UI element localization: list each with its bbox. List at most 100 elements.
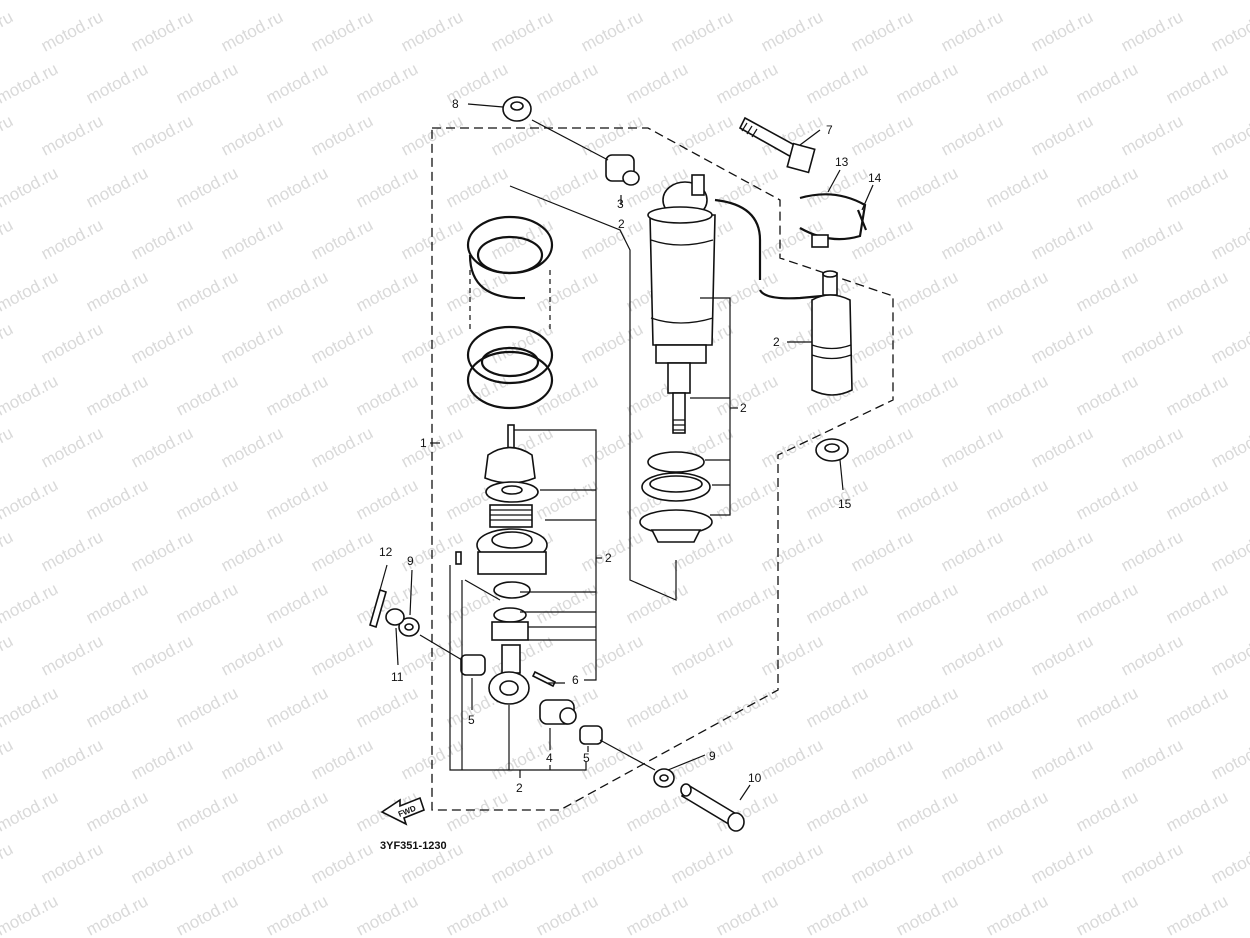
watermark-text: motod.ru — [38, 215, 106, 263]
watermark-text: motod.ru — [128, 527, 196, 575]
watermark-text: motod.ru — [983, 163, 1051, 211]
watermark-text: motod.ru — [758, 7, 826, 55]
watermark-text: motod.ru — [353, 267, 421, 315]
watermark-text: motod.ru — [0, 683, 61, 731]
watermark-text: motod.ru — [533, 59, 601, 107]
callout-5-right: 5 — [583, 751, 590, 765]
watermark-text: motod.ru — [1208, 7, 1250, 55]
watermark-text: motod.ru — [713, 163, 781, 211]
watermark-text: motod.ru — [758, 631, 826, 679]
watermark-text: motod.ru — [893, 683, 961, 731]
watermark-text: motod.ru — [0, 475, 61, 523]
watermark-text: motod.ru — [0, 267, 61, 315]
watermark-text: motod.ru — [263, 0, 331, 4]
callout-7: 7 — [826, 123, 833, 137]
watermark-text: motod.ru — [983, 267, 1051, 315]
watermark-text: motod.ru — [668, 7, 736, 55]
watermark-text: motod.ru — [38, 735, 106, 783]
watermark-text: motod.ru — [983, 579, 1051, 627]
watermark-text: motod.ru — [1028, 215, 1096, 263]
watermark-text: motod.ru — [938, 423, 1006, 471]
watermark-text: motod.ru — [893, 787, 961, 835]
watermark-text: motod.ru — [1208, 215, 1250, 263]
watermark-text: motod.ru — [848, 111, 916, 159]
watermark-text: motod.ru — [443, 371, 511, 419]
watermark-text: motod.ru — [488, 215, 556, 263]
seal-set — [639, 451, 713, 543]
watermark-text: motod.ru — [38, 7, 106, 55]
watermark-text: motod.ru — [1163, 579, 1231, 627]
watermark-text: motod.ru — [0, 839, 16, 887]
watermark-text: motod.ru — [713, 891, 781, 938]
watermark-text: motod.ru — [803, 787, 871, 835]
watermark-text: motod.ru — [758, 527, 826, 575]
watermark-text: motod.ru — [0, 735, 16, 783]
callout-3: 3 — [617, 197, 624, 211]
callout-13: 13 — [835, 155, 849, 169]
watermark-text: motod.ru — [1073, 475, 1141, 523]
watermark-text: motod.ru — [893, 267, 961, 315]
watermark-text: motod.ru — [893, 891, 961, 938]
callout-10: 10 — [748, 771, 762, 785]
watermark-text: motod.ru — [668, 735, 736, 783]
watermark-text: motod.ru — [848, 839, 916, 887]
watermark-text: motod.ru — [263, 475, 331, 523]
watermark-text: motod.ru — [173, 475, 241, 523]
watermark-text: motod.ru — [173, 267, 241, 315]
watermark-text: motod.ru — [308, 839, 376, 887]
watermark-text: motod.ru — [848, 7, 916, 55]
watermark-text: motod.ru — [0, 527, 16, 575]
callouts: 1 2 2 2 2 2 3 4 5 5 6 7 8 9 9 10 11 12 1… — [379, 97, 882, 795]
watermark-text: motod.ru — [713, 0, 781, 4]
watermark-text: motod.ru — [263, 267, 331, 315]
watermark-text: motod.ru — [0, 59, 61, 107]
watermark-text: motod.ru — [1028, 735, 1096, 783]
watermark-text: motod.ru — [488, 839, 556, 887]
watermark-text: motod.ru — [83, 0, 151, 4]
watermark-text: motod.ru — [1118, 423, 1186, 471]
watermark-text: motod.ru — [533, 267, 601, 315]
watermark-text: motod.ru — [983, 787, 1051, 835]
watermark-text: motod.ru — [0, 371, 61, 419]
watermark-text: motod.ru — [308, 7, 376, 55]
watermark-text: motod.ru — [218, 7, 286, 55]
watermark-text: motod.ru — [83, 683, 151, 731]
watermark-text: motod.ru — [263, 163, 331, 211]
watermark-text: motod.ru — [218, 215, 286, 263]
watermark-text: motod.ru — [533, 163, 601, 211]
watermark-text: motod.ru — [983, 59, 1051, 107]
watermark-text: motod.ru — [803, 0, 871, 4]
washer-9-lower — [653, 768, 675, 788]
callout-2-bottom: 2 — [516, 781, 523, 795]
watermark-text: motod.ru — [353, 683, 421, 731]
callout-5-left: 5 — [468, 713, 475, 727]
watermark-text: motod.ru — [0, 319, 16, 367]
watermark-text: motod.ru — [173, 579, 241, 627]
watermark-text: motod.ru — [263, 787, 331, 835]
watermark-text: motod.ru — [1028, 839, 1096, 887]
watermark-text: motod.ru — [668, 839, 736, 887]
watermark-text: motod.ru — [353, 59, 421, 107]
watermark-text: motod.ru — [893, 59, 961, 107]
bushing-5-left — [460, 654, 486, 676]
watermark-text: motod.ru — [398, 7, 466, 55]
watermark-text: motod.ru — [533, 0, 601, 4]
watermark-text: motod.ru — [0, 891, 61, 938]
watermark-text: motod.ru — [0, 631, 16, 679]
watermark-text: motod.ru — [938, 7, 1006, 55]
watermark-text: motod.ru — [848, 735, 916, 783]
watermark-text: motod.ru — [938, 215, 1006, 263]
watermark-text: motod.ru — [623, 579, 691, 627]
callout-2-reservoir: 2 — [773, 335, 780, 349]
watermark-text: motod.ru — [893, 475, 961, 523]
watermark-text: motod.ru — [263, 683, 331, 731]
watermark-text: motod.ru — [668, 111, 736, 159]
watermark-text: motod.ru — [353, 475, 421, 523]
diagram-code: 3YF351-1230 — [380, 840, 447, 852]
watermark-text: motod.ru — [38, 839, 106, 887]
watermark-text: motod.ru — [353, 0, 421, 4]
watermark-text: motod.ru — [848, 215, 916, 263]
watermark-text: motod.ru — [938, 735, 1006, 783]
watermark-text: motod.ru — [0, 0, 61, 4]
